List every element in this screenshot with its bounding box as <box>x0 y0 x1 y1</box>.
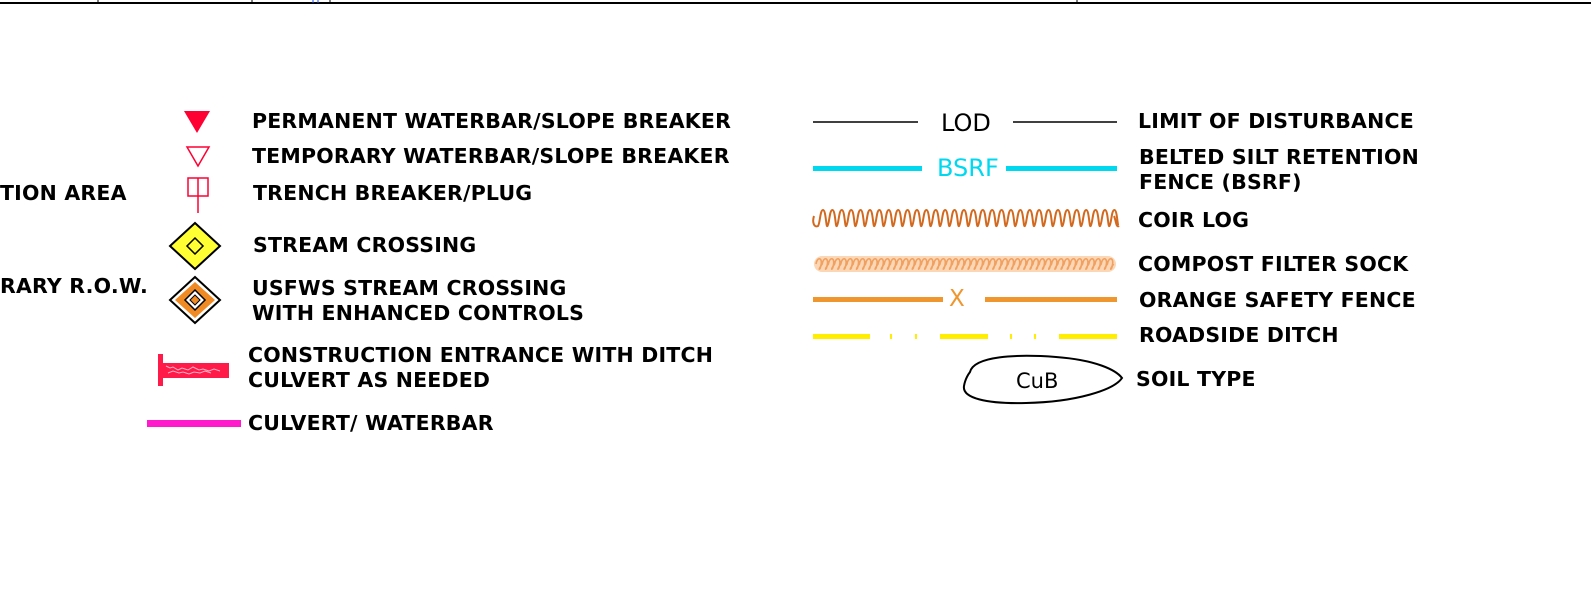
magenta-line-icon <box>147 420 241 427</box>
bsrf-line-icon <box>813 166 1117 171</box>
legend-label-compost-sock: COMPOST FILTER SOCK <box>1138 252 1409 276</box>
legend-label-bsrf-line2: FENCE (BSRF) <box>1139 170 1302 194</box>
legend-label-usfws-line1: USFWS STREAM CROSSING <box>252 276 567 300</box>
legend-label-lod: LIMIT OF DISTURBANCE <box>1138 109 1414 133</box>
compost-sock-icon <box>814 256 1116 272</box>
fence-tag: X <box>949 286 965 312</box>
legend-label-construction-line1: CONSTRUCTION ENTRANCE WITH DITCH <box>248 343 714 367</box>
coir-log-icon <box>812 208 1120 228</box>
trench-plug-icon <box>187 177 209 213</box>
lod-tag: LOD <box>941 109 991 137</box>
orange-diamond-icon <box>168 275 222 325</box>
legend-label-coir-log: COIR LOG <box>1138 208 1250 232</box>
legend-label-trench-breaker: TRENCH BREAKER/PLUG <box>253 181 533 205</box>
yellow-diamond-icon <box>168 221 222 271</box>
construction-entrance-icon <box>158 354 229 386</box>
bsrf-tag: BSRF <box>937 154 999 182</box>
lod-line-icon <box>813 121 1117 123</box>
legend-label-roadside-ditch: ROADSIDE DITCH <box>1139 323 1339 347</box>
soil-tag: CuB <box>1016 369 1059 393</box>
legend-label-bsrf: BELTED SILT RETENTION FENCE (BSRF) <box>1139 145 1419 195</box>
soil-type-icon <box>962 354 1124 405</box>
legend-label-stream-crossing: STREAM CROSSING <box>253 233 477 257</box>
legend-label-usfws-line2: WITH ENHANCED CONTROLS <box>252 301 585 325</box>
solid-triangle-down-icon <box>184 111 210 133</box>
legend-label-usfws-crossing: USFWS STREAM CROSSING WITH ENHANCED CONT… <box>252 276 584 326</box>
partial-label-row: RARY R.O.W. <box>0 274 148 298</box>
legend-label-construction-entrance: CONSTRUCTION ENTRANCE WITH DITCH CULVERT… <box>248 343 713 393</box>
legend-label-temporary-waterbar: TEMPORARY WATERBAR/SLOPE BREAKER <box>252 144 730 168</box>
legend-label-permanent-waterbar: PERMANENT WATERBAR/SLOPE BREAKER <box>252 109 732 133</box>
legend-label-bsrf-line1: BELTED SILT RETENTION <box>1139 145 1419 169</box>
legend-label-culvert: CULVERT/ WATERBAR <box>248 411 494 435</box>
outline-triangle-down-icon <box>185 146 211 168</box>
roadside-ditch-icon <box>813 334 1117 339</box>
sheet-border <box>0 0 1591 4</box>
partial-label-area: TION AREA <box>0 181 127 205</box>
legend-label-construction-line2: CULVERT AS NEEDED <box>248 368 491 392</box>
legend-label-soil-type: SOIL TYPE <box>1136 367 1256 391</box>
orange-fence-icon <box>813 297 1117 302</box>
legend-label-orange-fence: ORANGE SAFETY FENCE <box>1139 288 1416 312</box>
